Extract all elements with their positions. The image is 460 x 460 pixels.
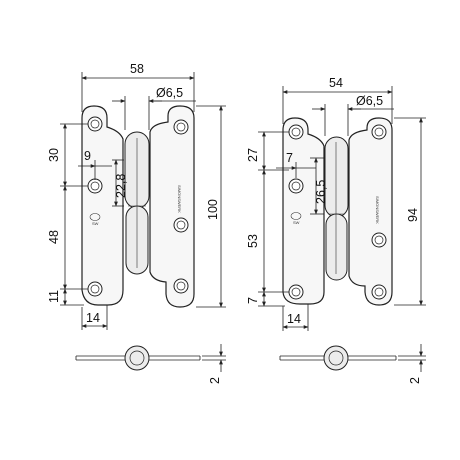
dim-width: 54 [329, 76, 343, 90]
left-hinge-hole [87, 281, 103, 297]
right-hinge-hole [371, 232, 387, 248]
left-hinge: SW SIMONSWERK 58 Ø6,5 100 30 48 11 [47, 62, 226, 384]
left-hinge-hole [87, 178, 103, 194]
right-hinge-pin-upper [324, 136, 349, 218]
dim-mid-gap: 48 [47, 230, 61, 244]
svg-text:SIMONSWERK: SIMONSWERK [375, 196, 380, 224]
dim-pin-diameter: Ø6,5 [356, 94, 383, 108]
right-hinge-leaf-right [348, 117, 393, 306]
dim-bottom-offset: 11 [47, 290, 61, 303]
dim-pin-length: 22,8 [114, 174, 128, 198]
svg-text:SW: SW [293, 220, 300, 225]
brand-mark: SIMONSWERK [375, 196, 380, 224]
right-hinge-hole [288, 178, 304, 194]
dim-leaf-width: 14 [86, 311, 100, 325]
dim-height: 100 [206, 199, 220, 220]
right-hinge-hole [288, 124, 304, 140]
sw-logo: SW [290, 212, 302, 225]
dim-leaf-width: 14 [287, 312, 301, 326]
right-hinge: SW SIMONSWERK 54 Ø6,5 94 27 53 7 [246, 76, 426, 384]
svg-text:SIMONSWERK: SIMONSWERK [177, 185, 182, 213]
dim-pin-length: 26,5 [314, 180, 328, 204]
sw-logo: SW [89, 213, 101, 226]
dim-thickness: 2 [408, 377, 422, 384]
dim-mid-gap: 53 [246, 234, 260, 248]
dim-bottom-offset: 7 [246, 297, 260, 304]
left-hinge-hole [173, 119, 189, 135]
right-hinge-pin-lower [325, 213, 348, 281]
left-hinge-hole [87, 116, 103, 132]
dim-hole-x: 7 [286, 151, 293, 165]
left-hinge-hole [173, 217, 189, 233]
right-hinge-hole [371, 284, 387, 300]
svg-text:SW: SW [92, 221, 99, 226]
right-hinge-side-view [279, 344, 426, 372]
left-hinge-side-view [75, 344, 226, 372]
dim-top-offset: 30 [47, 148, 61, 162]
left-hinge-hole [173, 278, 189, 294]
dim-height: 94 [406, 208, 420, 222]
right-hinge-hole [371, 124, 387, 140]
dim-thickness: 2 [208, 377, 222, 384]
left-hinge-leaf-right [149, 105, 195, 308]
brand-mark: SIMONSWERK [177, 185, 182, 213]
right-hinge-hole [288, 284, 304, 300]
dim-top-offset: 27 [246, 148, 260, 162]
dim-hole-x: 9 [84, 149, 91, 163]
dim-pin-diameter: Ø6,5 [156, 86, 183, 100]
left-hinge-leaf-left [81, 105, 124, 306]
right-hinge-leaf-left [282, 117, 325, 305]
dim-width: 58 [130, 62, 144, 76]
